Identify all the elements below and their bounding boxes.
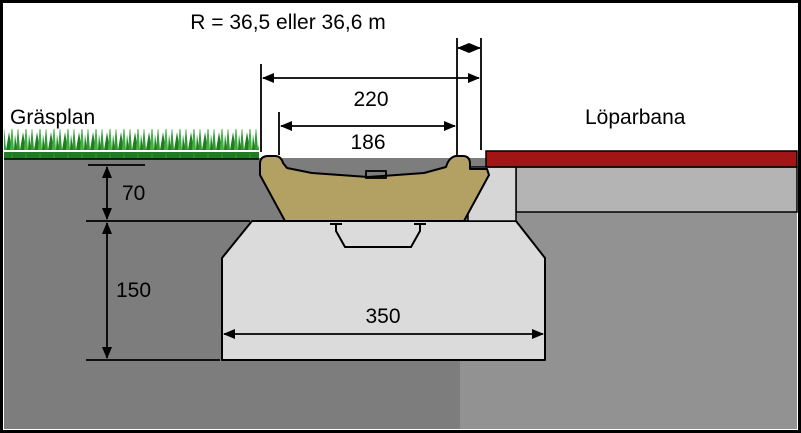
asphalt-base-layer [515, 166, 798, 213]
drain-channel-unit [259, 155, 490, 222]
radius-dimension-label: R = 36,5 eller 36,6 m [190, 11, 386, 34]
dimension-arrows [102, 43, 544, 359]
grass-area-label: Gräsplan [10, 106, 95, 129]
concrete-foundation [221, 220, 546, 361]
dim-150-label: 150 [116, 279, 151, 302]
extension-lines [86, 38, 482, 361]
dim-186-label: 186 [350, 131, 385, 154]
track-surface-layer [485, 150, 798, 168]
dim-70-label: 70 [122, 182, 145, 205]
track-area-label: Löparbana [585, 106, 686, 129]
channel-slot [365, 170, 387, 179]
dim-220-label: 220 [353, 88, 388, 111]
dim-350-label: 350 [365, 305, 400, 328]
anchor-staple [330, 223, 426, 248]
grass-area [4, 129, 259, 159]
